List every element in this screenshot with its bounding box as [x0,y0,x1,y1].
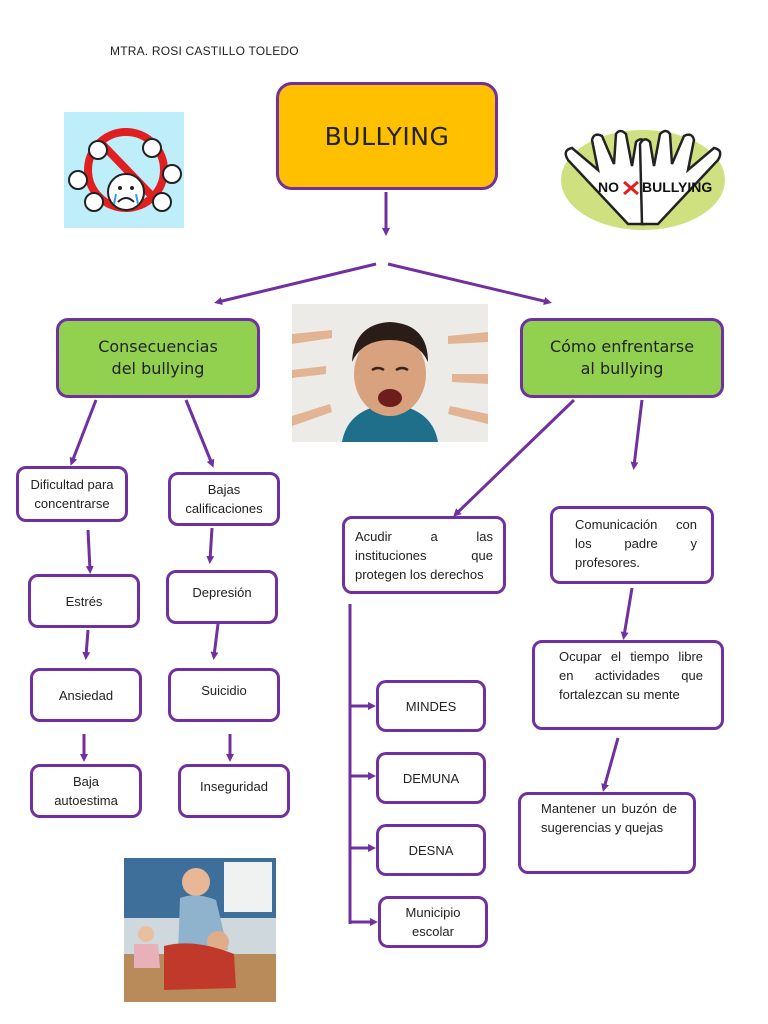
node-estres: Estrés [28,574,140,628]
node-municipio-escolar: Municipio escolar [378,896,488,948]
arrow-acc-2 [601,737,620,792]
arrow-cons-col1 [69,399,98,466]
node-bajas-calificaciones: Bajas calificaciones [168,472,280,526]
node-instituciones: Acudir a las instituciones que protegen … [342,516,506,594]
node-depresion: Depresión [166,570,278,624]
arrow-c1-2 [82,629,91,660]
node-inseguridad: Inseguridad [178,764,290,818]
author-name: MTRA. ROSI CASTILLO TOLEDO [110,44,299,58]
branch-enfrentarse: Cómo enfrentarse al bullying [520,318,724,398]
arrow-c2-2 [210,623,220,660]
arrow-to-enfrentarse [387,262,552,305]
node-comunicacion: Comunicación con los padre y profesores. [550,506,714,584]
branch-consecuencias: Consecuencias del bullying [56,318,260,398]
logo-no-text: NO [598,179,619,195]
node-ansiedad: Ansiedad [30,668,142,722]
arrow-enf-comunicacion [630,399,644,470]
arrow-c2-1 [206,527,215,564]
node-baja-autoestima: Baja autoestima [30,764,142,818]
arrow-to-consecuencias [214,262,377,305]
title-box: BULLYING [276,82,498,190]
node-ocupar-tiempo: Ocupar el tiempo libre en actividades qu… [532,640,724,730]
anti-bullying-faces-image [64,112,184,228]
no-bullying-hands-image: NO BULLYING [558,120,728,234]
arrow-acc-1 [620,587,634,640]
arrow-c1-1 [85,529,94,574]
arrow-enf-instituciones [453,398,576,517]
title-text: BULLYING [324,121,450,151]
node-dificultad: Dificultad para concentrarse [16,466,128,522]
node-mindes: MINDES [376,680,486,732]
crying-boy-photo [292,304,488,442]
classroom-bullying-photo [124,858,276,1002]
node-buzon: Mantener un buzón de sugerencias y queja… [518,792,696,874]
node-suicidio: Suicidio [168,668,280,722]
node-demuna: DEMUNA [376,752,486,804]
arrow-cons-col2 [184,399,215,468]
node-desna: DESNA [376,824,486,876]
logo-bullying-text: BULLYING [642,179,712,195]
